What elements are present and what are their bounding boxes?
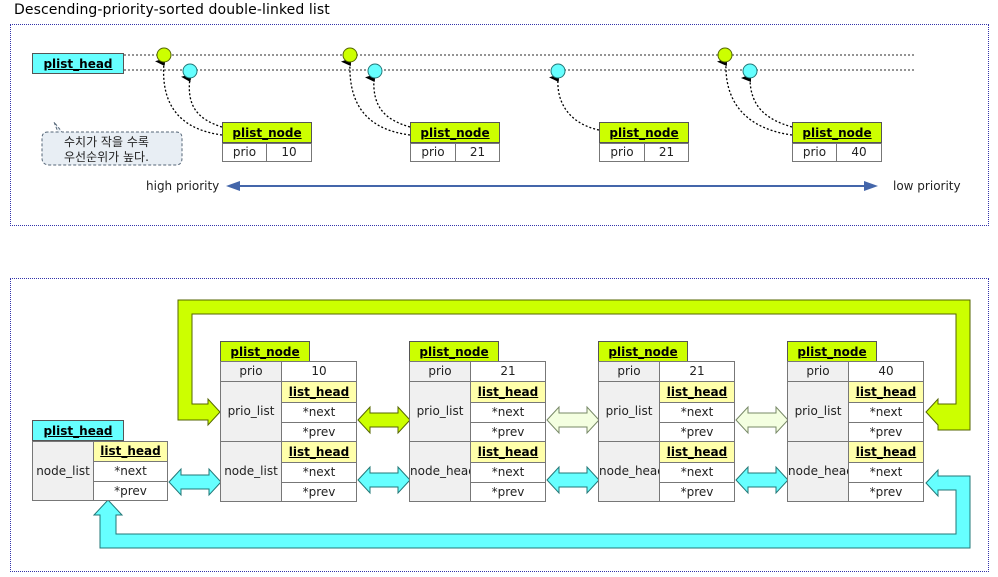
prio-list-prev: *prev: [470, 422, 546, 442]
prio-list-label: prio_list: [409, 381, 471, 442]
prio-value: 10: [266, 143, 312, 162]
head-next: *next: [93, 461, 168, 482]
node-list-prev: *prev: [281, 482, 357, 502]
top-plist-head: plist_head: [32, 53, 124, 74]
node-list-head: list_head: [470, 441, 546, 463]
prio-label: prio: [409, 361, 471, 382]
node-title: plist_node: [220, 341, 310, 362]
prio-label: prio: [220, 361, 282, 382]
node-list-next: *next: [470, 462, 546, 483]
node-head-label: node_head: [409, 441, 476, 502]
prio-list-label: prio_list: [787, 381, 849, 442]
prio-list-head: list_head: [848, 381, 924, 403]
prio-list-next: *next: [281, 402, 357, 423]
node-title: plist_node: [792, 122, 882, 143]
prio-list-next: *next: [659, 402, 735, 423]
prio-list-head: list_head: [281, 381, 357, 403]
prio-list-prev: *prev: [659, 422, 735, 442]
node-list-next: *next: [848, 462, 924, 483]
top-frame: [10, 24, 989, 226]
node-head-label: node_head: [787, 441, 854, 502]
prio-value: 21: [644, 143, 689, 162]
prio-list-label: prio_list: [220, 381, 282, 442]
prio-list-prev: *prev: [848, 422, 924, 442]
low-priority-label: low priority: [893, 179, 961, 193]
prio-list-next: *next: [470, 402, 546, 423]
head-list-head: list_head: [93, 441, 168, 462]
node-list-prev: *prev: [848, 482, 924, 502]
node-list-head: list_head: [659, 441, 735, 463]
node-list-head: list_head: [281, 441, 357, 463]
node-list-prev: *prev: [470, 482, 546, 502]
node-list-prev: *prev: [659, 482, 735, 502]
callout-text-line1: 수치가 작을 수록: [64, 135, 149, 149]
prio-list-label: prio_list: [598, 381, 660, 442]
prio-label: prio: [599, 143, 645, 162]
prio-label: prio: [410, 143, 456, 162]
high-priority-label: high priority: [146, 179, 220, 193]
node-title: plist_node: [599, 122, 689, 143]
node-title: plist_node: [222, 122, 312, 143]
prio-list-next: *next: [848, 402, 924, 423]
head-prev: *prev: [93, 481, 168, 501]
prio-label: prio: [787, 361, 849, 382]
prio-value: 21: [455, 143, 500, 162]
node-list-next: *next: [281, 462, 357, 483]
node-title: plist_node: [409, 341, 499, 362]
prio-value: 21: [470, 361, 546, 382]
prio-list-prev: *prev: [281, 422, 357, 442]
prio-value: 21: [659, 361, 735, 382]
diagram-title: Descending-priority-sorted double-linked…: [14, 2, 330, 18]
node-title: plist_node: [787, 341, 877, 362]
callout-text-line2: 우선순위가 높다.: [64, 150, 149, 164]
prio-label: prio: [598, 361, 660, 382]
prio-list-head: list_head: [659, 381, 735, 403]
node-list-label: node_list: [220, 441, 282, 502]
node-title: plist_node: [598, 341, 688, 362]
prio-value: 40: [848, 361, 924, 382]
prio-value: 40: [836, 143, 882, 162]
node-list-next: *next: [659, 462, 735, 483]
head-node-list-label: node_list: [32, 441, 94, 501]
bottom-frame: [10, 278, 989, 572]
prio-label: prio: [792, 143, 837, 162]
node-title: plist_node: [410, 122, 500, 143]
node-list-head: list_head: [848, 441, 924, 463]
prio-value: 10: [281, 361, 357, 382]
node-head-label: node_head: [598, 441, 665, 502]
head-title: plist_head: [32, 420, 124, 441]
prio-list-head: list_head: [470, 381, 546, 403]
